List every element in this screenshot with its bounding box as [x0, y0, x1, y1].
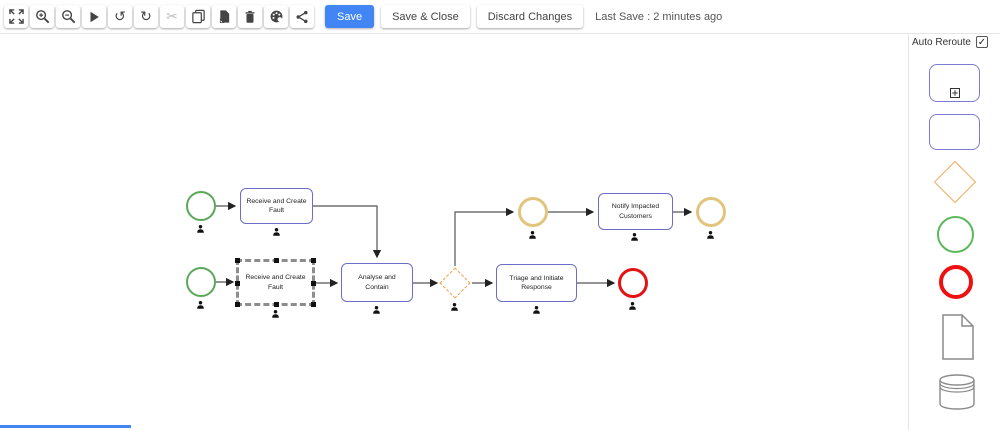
- task-node-receive-create-fault[interactable]: Receive and Create Fault: [240, 188, 313, 224]
- canvas[interactable]: [0, 34, 908, 430]
- cut-button[interactable]: ✂: [160, 5, 184, 28]
- person-icon: [451, 303, 458, 311]
- task-label: Notify Impacted Customers: [611, 203, 660, 220]
- toolbar: ↺ ↻ ✂: [0, 0, 722, 33]
- resize-handle[interactable]: [311, 258, 316, 263]
- person-icon: [631, 233, 638, 241]
- resize-handle[interactable]: [235, 302, 240, 307]
- task-label: Analyse and Contain: [358, 274, 396, 291]
- last-save-status: Last Save : 2 minutes ago: [595, 10, 723, 23]
- fit-screen-icon: [8, 9, 24, 24]
- auto-reroute-control: Auto Reroute ✓: [912, 36, 988, 48]
- cut-icon: ✂: [166, 8, 178, 25]
- task-node-receive-create-fault-selected[interactable]: Receive and Create Fault: [235, 258, 316, 307]
- person-icon: [629, 302, 636, 310]
- save-button[interactable]: Save: [325, 5, 375, 28]
- palette-button[interactable]: [264, 5, 288, 28]
- person-icon: [197, 225, 204, 233]
- paste-icon: [217, 9, 232, 24]
- share-icon: [295, 10, 309, 24]
- plus-box-icon: [949, 88, 960, 98]
- resize-handle[interactable]: [273, 302, 279, 307]
- save-close-button[interactable]: Save & Close: [381, 5, 470, 28]
- toolbar-divider: [0, 33, 1000, 34]
- check-icon: ✓: [977, 36, 987, 48]
- palette-end-event[interactable]: [939, 265, 973, 299]
- person-icon: [373, 306, 380, 314]
- sequence-flow[interactable]: [454, 207, 515, 266]
- copy-icon: [191, 9, 206, 24]
- palette-divider: [908, 33, 909, 430]
- task-node-notify-customers[interactable]: Notify Impacted Customers: [598, 193, 673, 230]
- palette-gateway[interactable]: [933, 160, 977, 204]
- palette-subprocess[interactable]: [929, 64, 980, 102]
- person-icon: [272, 310, 279, 318]
- intermediate-event-node[interactable]: [696, 197, 726, 227]
- intermediate-event-node[interactable]: [518, 197, 548, 227]
- horizontal-scrollbar[interactable]: [0, 425, 131, 428]
- resize-handle[interactable]: [273, 258, 279, 263]
- play-icon: [87, 10, 101, 24]
- undo-button[interactable]: ↺: [108, 5, 132, 28]
- palette-start-event[interactable]: [937, 216, 974, 253]
- copy-button[interactable]: [186, 5, 210, 28]
- palette-document[interactable]: [942, 314, 974, 360]
- palette-task[interactable]: [929, 114, 980, 150]
- zoom-out-icon: [61, 9, 76, 24]
- auto-reroute-checkbox[interactable]: ✓: [975, 36, 988, 48]
- play-button[interactable]: [82, 5, 106, 28]
- redo-icon: ↻: [140, 8, 152, 25]
- undo-icon: ↺: [114, 8, 126, 25]
- auto-reroute-label: Auto Reroute: [912, 36, 971, 48]
- paste-button[interactable]: [212, 5, 236, 28]
- discard-changes-button[interactable]: Discard Changes: [476, 5, 584, 28]
- palette-icon: [269, 9, 284, 24]
- delete-button[interactable]: [238, 5, 262, 28]
- resize-handle[interactable]: [311, 302, 316, 307]
- end-event-node[interactable]: [618, 268, 648, 298]
- task-label: Receive and Create Fault: [245, 274, 306, 291]
- fit-screen-button[interactable]: [4, 5, 28, 28]
- redo-button[interactable]: ↻: [134, 5, 158, 28]
- palette-datastore[interactable]: [938, 373, 976, 411]
- person-icon: [707, 231, 714, 239]
- task-node-analyse-contain[interactable]: Analyse and Contain: [341, 263, 413, 302]
- resize-handle[interactable]: [235, 280, 240, 286]
- task-node-triage-response[interactable]: Triage and Initiate Response: [496, 264, 577, 302]
- start-event-node[interactable]: [186, 191, 216, 221]
- person-icon: [533, 306, 540, 314]
- task-label: Receive and Create Fault: [246, 197, 307, 214]
- task-label: Triage and Initiate Response: [509, 274, 564, 291]
- share-button[interactable]: [290, 5, 314, 28]
- person-icon: [197, 301, 204, 309]
- sequence-flow[interactable]: [313, 205, 382, 259]
- delete-icon: [243, 10, 257, 24]
- person-icon: [273, 228, 280, 236]
- zoom-in-icon: [35, 9, 50, 24]
- start-event-node[interactable]: [186, 267, 216, 297]
- resize-handle[interactable]: [235, 258, 240, 263]
- zoom-out-button[interactable]: [56, 5, 80, 28]
- person-icon: [529, 231, 536, 239]
- zoom-in-button[interactable]: [30, 5, 54, 28]
- resize-handle[interactable]: [311, 280, 316, 286]
